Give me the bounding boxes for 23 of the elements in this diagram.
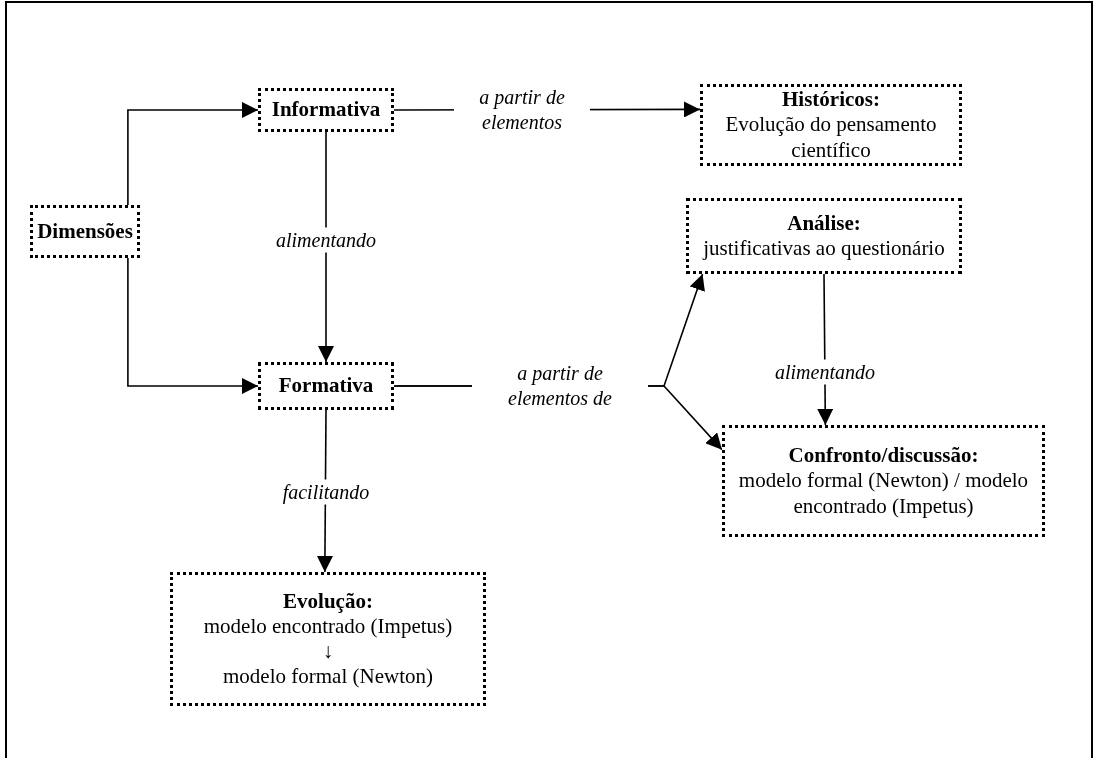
dotted-box (30, 205, 140, 258)
box-text: modelo formal (Newton) / modelo encontrado (Impetus) (737, 468, 1030, 519)
dotted-box (258, 88, 394, 132)
box-text: modelo encontrado (Impetus) (203, 613, 453, 639)
arrow (127, 257, 259, 394)
box-text: Evolução do pensamento científico (724, 112, 938, 163)
box-heading: Formativa (278, 373, 374, 399)
dotted-box (700, 84, 962, 166)
box-text: ↓ (322, 639, 334, 665)
box-text: modelo formal (Newton) (223, 664, 433, 690)
box-heading: Análise: (787, 210, 861, 236)
dotted-box (170, 572, 486, 706)
box-heading: Históricos: (782, 87, 880, 113)
arrow (318, 131, 334, 363)
box-text: justificativas ao questionário (703, 236, 945, 262)
arrow (127, 102, 259, 206)
box-heading: Confronto/discussão: (788, 443, 979, 469)
box-heading: Dimensões (37, 218, 133, 245)
dotted-box (686, 198, 962, 274)
dotted-box (722, 425, 1045, 537)
box-heading: Informativa (271, 97, 381, 123)
dotted-box (258, 362, 394, 410)
box-heading: Evolução: (283, 588, 373, 614)
